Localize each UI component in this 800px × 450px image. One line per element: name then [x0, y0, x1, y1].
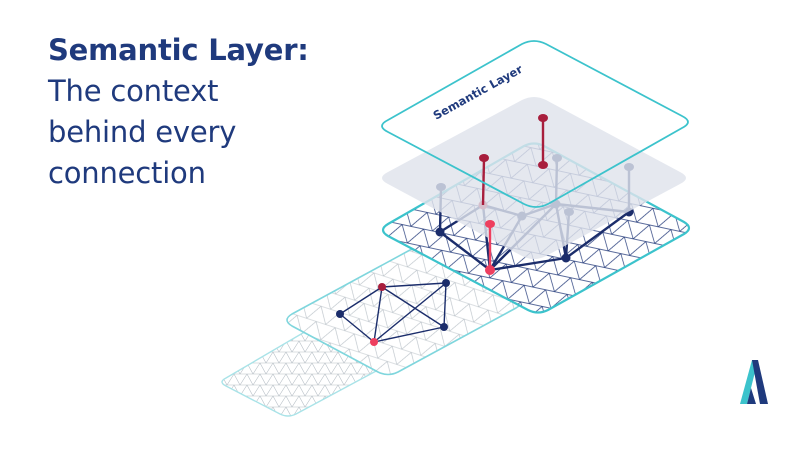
pin-head [538, 114, 548, 122]
headline-line-3: behind every [48, 115, 237, 149]
graph-node [336, 310, 344, 318]
graph-node [370, 338, 378, 346]
graph-node [378, 283, 386, 291]
pin-head [538, 161, 548, 169]
graph-node [435, 227, 445, 237]
pin-head [479, 154, 489, 162]
shadow-plane [382, 97, 686, 259]
pin-head [485, 220, 495, 228]
graph-node [561, 253, 571, 263]
headline: Semantic Layer: The context behind every… [48, 30, 309, 194]
graph-node [440, 323, 448, 331]
headline-line-2: The context [48, 74, 219, 108]
headline-title: Semantic Layer: [48, 33, 309, 67]
semantic-connectors [479, 114, 548, 270]
graph-node [442, 279, 450, 287]
semantic-layer-plane [381, 40, 689, 208]
headline-line-4: connection [48, 156, 206, 190]
stylized-a-logo-icon [740, 360, 768, 404]
